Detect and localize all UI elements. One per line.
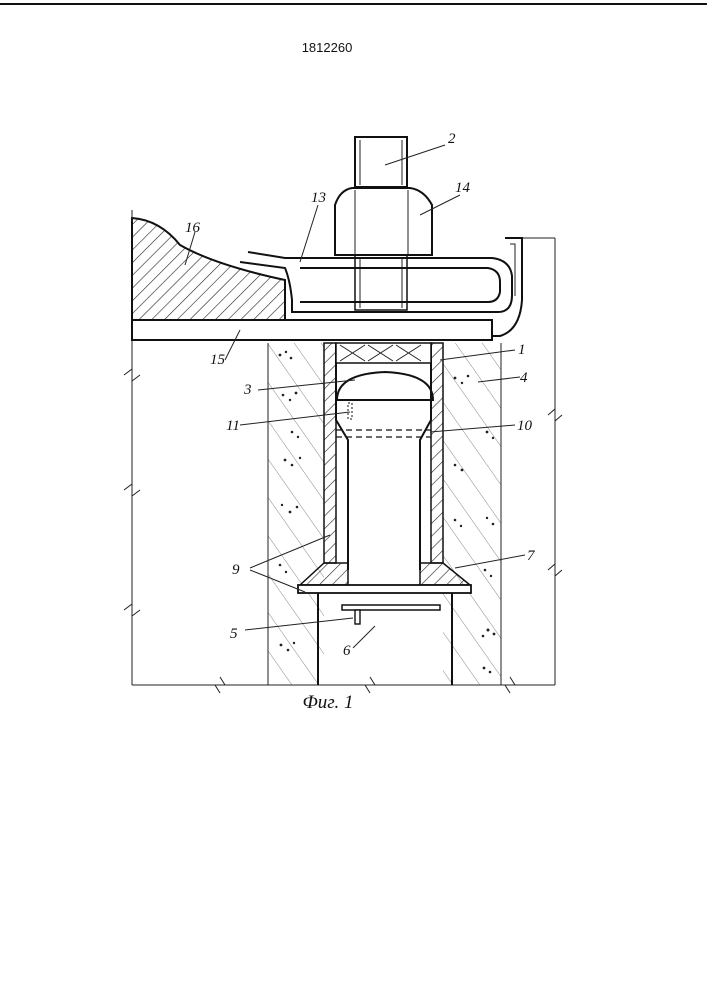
callout-9: 9 bbox=[232, 562, 240, 578]
callout-3: 3 bbox=[243, 382, 252, 398]
anchor-bolt bbox=[355, 137, 407, 310]
callout-10: 10 bbox=[517, 418, 533, 434]
callout-11: 11 bbox=[226, 418, 240, 434]
bottom-plate bbox=[342, 605, 440, 624]
pin-element bbox=[348, 403, 352, 419]
callout-1: 1 bbox=[518, 342, 526, 358]
callout-13: 13 bbox=[311, 190, 326, 206]
callout-7: 7 bbox=[527, 548, 536, 564]
nut bbox=[335, 188, 432, 255]
callout-6: 6 bbox=[343, 643, 351, 659]
callout-4: 4 bbox=[520, 370, 528, 386]
callout-2: 2 bbox=[448, 131, 456, 147]
head-insert bbox=[337, 372, 433, 400]
document-number: 1812260 bbox=[302, 40, 353, 55]
sleeve bbox=[324, 343, 443, 570]
figure-caption: Фиг. 1 bbox=[303, 692, 354, 713]
callout-15: 15 bbox=[210, 352, 226, 368]
callout-14: 14 bbox=[455, 180, 471, 196]
callout-5: 5 bbox=[230, 626, 238, 642]
callout-16: 16 bbox=[185, 220, 201, 236]
